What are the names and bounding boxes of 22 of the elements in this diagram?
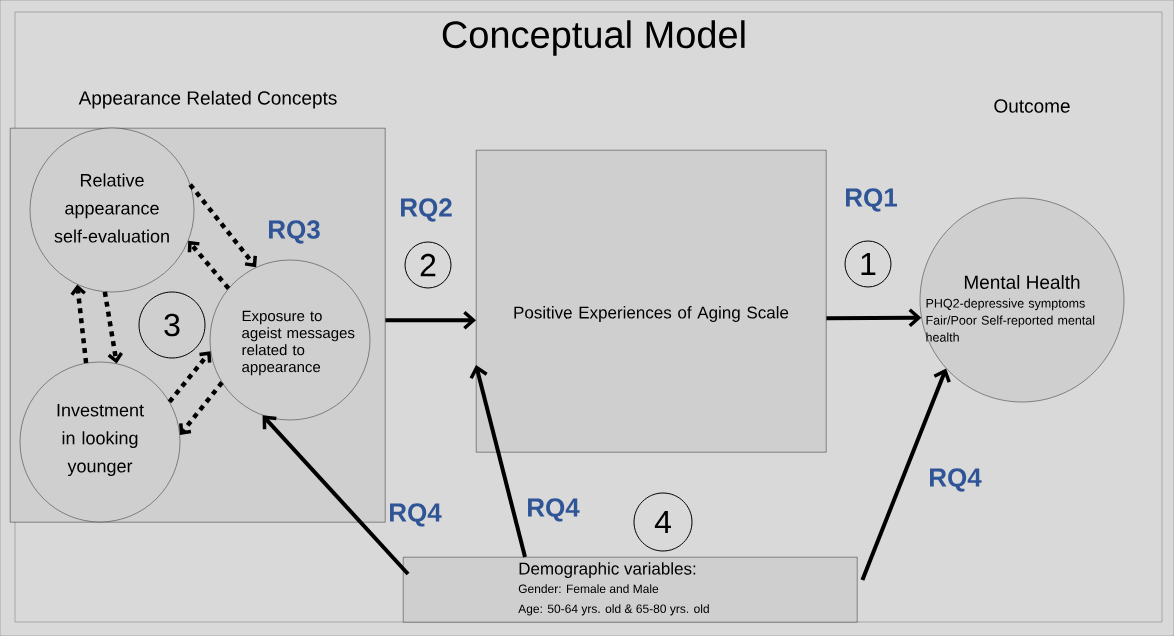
process-box: Demographic variables: Gender: Female and Male Age: 50-64 yrs. old & 65-80 yrs. old (403, 557, 858, 623)
edge-label: RQ4 (930, 468, 982, 492)
node-label: Appearance Related Concepts (78, 90, 337, 109)
arrow (70, 284, 89, 364)
arrow (187, 240, 231, 290)
arrow (385, 310, 476, 330)
title: Conceptual Model (442, 20, 745, 56)
edge-label: RQ4 (390, 503, 442, 527)
arrow (179, 381, 224, 435)
arrow (102, 291, 123, 364)
arrow (167, 351, 212, 404)
arrow (262, 415, 410, 576)
arrow (188, 183, 257, 268)
process-box: Positive Experiences of Aging Scale (476, 150, 827, 453)
research-question-label: RQ1 (846, 188, 897, 212)
research-question-label: RQ3 (269, 220, 320, 244)
edge-label: RQ4 (528, 498, 580, 522)
arrow (469, 364, 527, 558)
research-question-label: RQ2 (401, 198, 452, 222)
arrow (826, 308, 922, 328)
section-heading: Outcome (994, 99, 1070, 113)
arrow (860, 368, 951, 581)
